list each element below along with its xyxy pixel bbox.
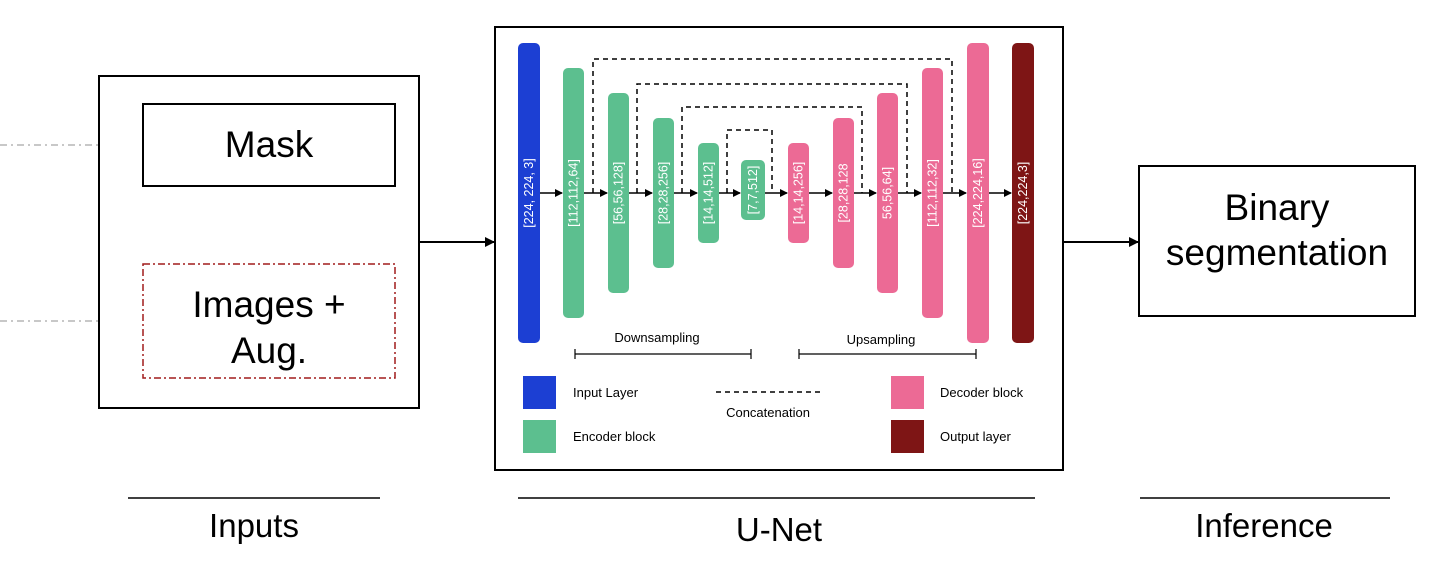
output-block: [1012, 43, 1034, 343]
encoder-block-label: [7,7,512]: [746, 166, 760, 215]
legend-output-layer: Output layer: [940, 429, 1011, 444]
skip-connection: [636, 83, 908, 193]
images-label-line2: Aug.: [231, 330, 307, 371]
decoder-block: [967, 43, 989, 343]
mask-box: [142, 103, 396, 187]
mask-label: Mask: [225, 124, 314, 165]
encoder-block: [608, 93, 629, 293]
legend-swatch-encoder: [523, 420, 556, 453]
inputs-caption: Inputs: [209, 507, 299, 544]
encoder-block-label: [14,14,512]: [702, 162, 716, 225]
inference-caption: Inference: [1195, 507, 1333, 544]
legend-concatenation: Concatenation: [726, 405, 810, 420]
inference-label-line2: segmentation: [1166, 232, 1388, 273]
skip-connection: [681, 106, 863, 193]
skip-connection: [592, 58, 953, 193]
upsampling-label: Upsampling: [847, 332, 916, 347]
decoder-block-label: [28,28,128: [837, 163, 851, 222]
encoder-block-label: [112,112,64]: [567, 159, 581, 227]
encoder-block: [741, 160, 765, 220]
skip-connections: [592, 58, 953, 193]
downsampling-label: Downsampling: [614, 330, 699, 345]
decoder-block: [833, 118, 854, 268]
decoder-block-label: [14,14,256]: [792, 162, 806, 225]
images-label-line1: Images +: [192, 284, 345, 325]
legend: Input Layer Encoder block Concatenation …: [523, 376, 1024, 453]
decoder-block-label: [112,112,32]: [926, 159, 940, 227]
legend-swatch-output: [891, 420, 924, 453]
input-block-label: [224, 224, 3]: [522, 158, 536, 228]
decoder-block-label: [224,224,16]: [971, 158, 985, 228]
encoder-block-label: [56,56,128]: [612, 162, 626, 225]
unet-caption: U-Net: [736, 511, 822, 548]
legend-input-layer: Input Layer: [573, 385, 639, 400]
skip-connection: [726, 129, 773, 193]
legend-encoder-block: Encoder block: [573, 429, 656, 444]
inference-label-line1: Binary: [1225, 187, 1330, 228]
legend-swatch-decoder: [891, 376, 924, 409]
encoder-block: [698, 143, 719, 243]
decoder-block: [922, 68, 943, 318]
decoder-block-label: 56,56,64]: [881, 167, 895, 219]
legend-decoder-block: Decoder block: [940, 385, 1024, 400]
unet-blocks: [224, 224, 3] [112,112,64] [56,56,128] [28,…: [518, 43, 1034, 343]
decoder-block: [788, 143, 809, 243]
inference-box: [1138, 165, 1416, 317]
upsampling-bracket: [798, 349, 977, 359]
legend-swatch-input: [523, 376, 556, 409]
decoder-block: [877, 93, 898, 293]
encoder-block: [653, 118, 674, 268]
input-block: [518, 43, 540, 343]
images-box: [142, 263, 396, 379]
encoder-block: [563, 68, 584, 318]
output-block-label: [224,224,3]: [1016, 162, 1030, 225]
downsampling-bracket: [574, 349, 752, 359]
encoder-block-label: [28,28,256]: [657, 162, 671, 225]
